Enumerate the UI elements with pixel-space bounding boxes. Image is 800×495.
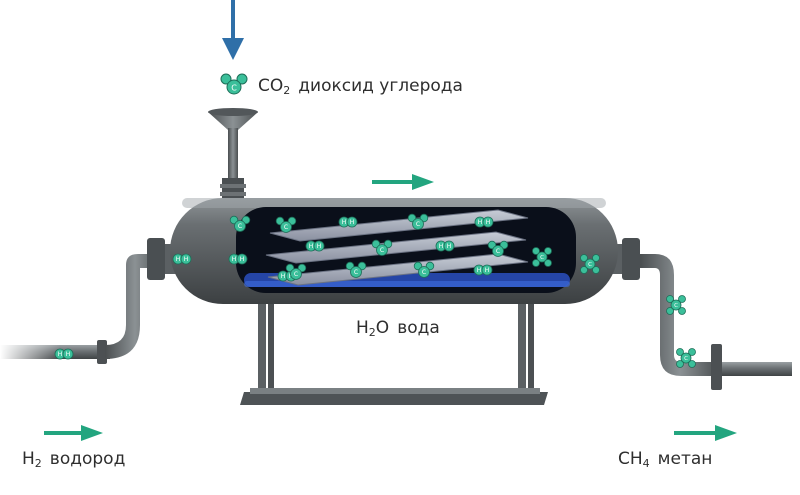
co2-molecule: C	[487, 240, 509, 257]
svg-text:H: H	[66, 351, 71, 358]
co2-molecule: C	[371, 239, 393, 256]
co2-molecule: C	[229, 215, 251, 232]
svg-text:H: H	[342, 219, 347, 226]
svg-text:C: C	[684, 356, 688, 362]
ch4-molecule: C	[676, 348, 696, 368]
svg-text:C: C	[674, 303, 678, 309]
co2-molecule: C	[345, 261, 367, 278]
svg-text:H: H	[58, 351, 63, 358]
ch4-output-arrow	[674, 425, 737, 441]
svg-text:C: C	[496, 248, 500, 255]
right-outlet-pipe	[608, 238, 792, 390]
svg-text:H: H	[485, 267, 490, 274]
svg-text:H: H	[232, 256, 237, 263]
h2-input-arrow	[44, 425, 103, 441]
svg-text:C: C	[354, 269, 358, 276]
molecules: HHHHHHHHHHHHHHHHHHCCCCCCCCCCCC	[54, 213, 696, 368]
svg-text:H: H	[184, 256, 189, 263]
co2-molecule: C	[413, 261, 435, 278]
co2-molecule: C	[407, 213, 429, 230]
co2-legend-molecule: C	[220, 73, 248, 95]
svg-text:H: H	[486, 219, 491, 226]
svg-text:C: C	[422, 269, 426, 276]
vessel-stand	[240, 298, 548, 405]
ch4-molecule: C	[580, 254, 600, 274]
left-inlet-pipe	[0, 238, 179, 364]
svg-text:H: H	[350, 219, 355, 226]
svg-text:H: H	[477, 267, 482, 274]
inlet-funnel	[208, 108, 258, 198]
svg-text:C: C	[540, 255, 544, 261]
svg-text:C: C	[588, 262, 592, 268]
svg-text:C: C	[416, 221, 420, 228]
svg-text:H: H	[281, 273, 286, 280]
svg-text:H: H	[309, 243, 314, 250]
svg-text:C: C	[294, 271, 298, 278]
svg-text:H: H	[317, 243, 322, 250]
svg-text:C: C	[231, 84, 237, 93]
svg-text:H: H	[478, 219, 483, 226]
svg-text:H: H	[176, 256, 181, 263]
co2-input-arrow	[222, 0, 244, 60]
svg-text:C: C	[238, 223, 242, 230]
svg-text:H: H	[439, 243, 444, 250]
co2-molecule: C	[285, 263, 307, 280]
ch4-molecule: C	[532, 247, 552, 267]
ch4-molecule: C	[666, 295, 686, 315]
svg-text:H: H	[447, 243, 452, 250]
svg-text:C: C	[380, 247, 384, 254]
svg-text:C: C	[284, 224, 288, 231]
flow-arrow	[372, 174, 434, 190]
co2-molecule: C	[275, 216, 297, 233]
svg-text:H: H	[240, 256, 245, 263]
